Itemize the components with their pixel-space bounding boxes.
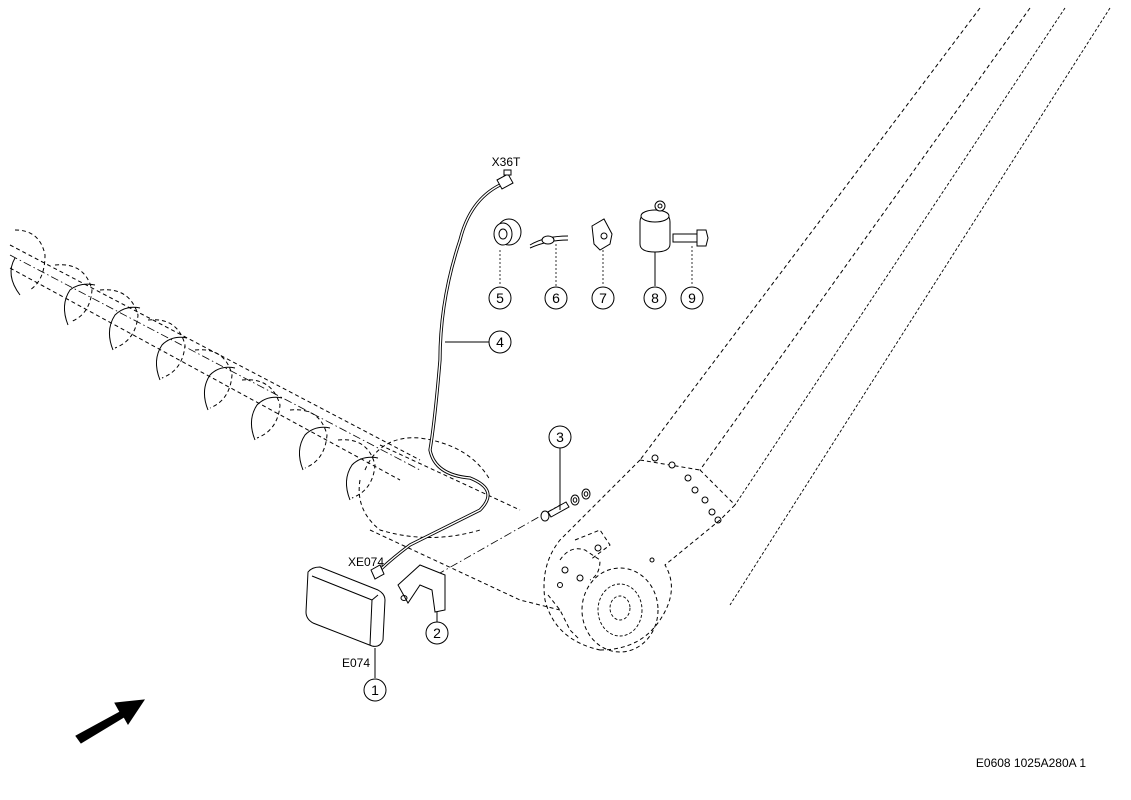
callout-9: 9 <box>680 286 704 310</box>
svg-text:3: 3 <box>556 429 564 445</box>
svg-text:8: 8 <box>651 290 659 306</box>
auger-tube-end <box>358 437 561 611</box>
svg-text:6: 6 <box>552 290 560 306</box>
leader-lines <box>374 244 693 678</box>
svg-text:9: 9 <box>688 290 696 306</box>
connector-housing-part-8 <box>639 200 671 253</box>
cable-tie-part-6 <box>529 235 569 249</box>
callout-2: 2 <box>425 621 449 645</box>
svg-text:2: 2 <box>433 625 441 641</box>
svg-text:5: 5 <box>496 290 504 306</box>
svg-text:4: 4 <box>496 334 504 350</box>
unloading-tube <box>639 7 1111 606</box>
svg-text:7: 7 <box>599 290 607 306</box>
drive-housing <box>543 459 721 653</box>
lamp-bracket-part-2 <box>397 564 446 613</box>
work-lamp-part-1 <box>305 566 386 647</box>
svg-text:1: 1 <box>371 682 379 698</box>
direction-arrow-icon <box>75 699 146 744</box>
clip-part-7 <box>591 218 613 251</box>
grommet-part-5 <box>493 218 522 246</box>
lamp-label-e074: E074 <box>342 656 370 670</box>
drawing-id: E0608 1025A280A 1 <box>976 756 1086 770</box>
bolt-set-part-3 <box>540 488 591 522</box>
callout-3: 3 <box>548 425 572 449</box>
callout-7: 7 <box>591 286 615 310</box>
callout-4: 4 <box>488 330 512 354</box>
callout-6: 6 <box>544 286 568 310</box>
connector-label-xe074: XE074 <box>348 555 384 569</box>
wiring-harness <box>370 169 514 580</box>
callout-8: 8 <box>643 286 667 310</box>
screw-part-9 <box>672 229 709 247</box>
callout-5: 5 <box>488 286 512 310</box>
connector-label-x36t: X36T <box>492 155 521 169</box>
unloading-auger <box>9 229 421 501</box>
callout-1: 1 <box>363 678 387 702</box>
